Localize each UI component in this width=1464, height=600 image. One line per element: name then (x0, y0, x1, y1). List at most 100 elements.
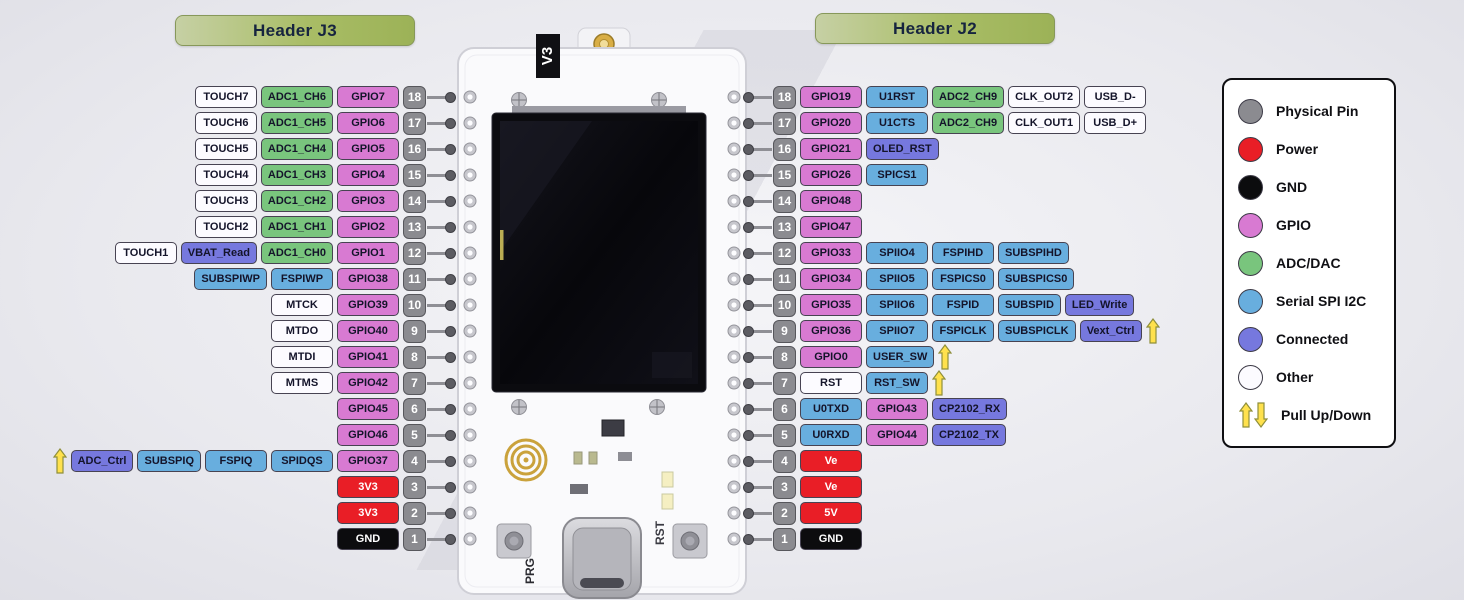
legend-label: ADC/DAC (1276, 255, 1341, 271)
pin-function-label: TOUCH5 (194, 138, 257, 160)
physical-pin-number: 15 (403, 163, 426, 187)
physical-pin-number: 17 (773, 111, 796, 135)
pin-connector (427, 84, 456, 110)
pin-connector (427, 110, 456, 136)
pin-connector (427, 526, 456, 552)
physical-pin-number: 18 (403, 85, 426, 109)
pin-function-label: FSPIQ (205, 450, 267, 472)
physical-pin-number: 11 (773, 267, 796, 291)
legend-item-gnd: GND (1238, 168, 1386, 206)
pin-function-label: GPIO34 (800, 268, 862, 290)
pin-function-label: ADC2_CH9 (932, 112, 1005, 134)
pull-updown-icon (52, 448, 67, 474)
pin-function-label: ADC1_CH0 (260, 242, 333, 264)
legend-item-connected: Connected (1238, 320, 1386, 358)
pin-connector (427, 422, 456, 448)
pin-function-label: SUBSPID (998, 294, 1061, 316)
physical-pin-number: 7 (773, 371, 796, 395)
pin-function-label: CP2102_TX (932, 424, 1006, 446)
pin-function-label: USER_SW (866, 346, 935, 368)
physical-pin-number: 7 (403, 371, 426, 395)
legend-label: Physical Pin (1276, 103, 1359, 119)
oled-display (491, 106, 707, 393)
pin-function-label: Vext_Ctrl (1079, 320, 1142, 342)
pin-function-label: 3V3 (337, 502, 399, 524)
pull-up-arrow-icon (938, 344, 953, 370)
pin-function-label: GPIO41 (337, 346, 399, 368)
pin-function-label: FSPICS0 (932, 268, 994, 290)
pin-function-label: TOUCH1 (114, 242, 177, 264)
pin-connector (427, 344, 456, 370)
pin-connector (427, 448, 456, 474)
legend-label: Other (1276, 369, 1314, 385)
physical-pin-number: 1 (403, 527, 426, 551)
legend-item-other: Other (1238, 358, 1386, 396)
usb-c-port (562, 517, 642, 599)
rst-button (672, 523, 708, 559)
pin-connector (743, 214, 772, 240)
pin-function-label: CP2102_RX (932, 398, 1008, 420)
pin-connector (427, 136, 456, 162)
physical-pin-number: 14 (403, 189, 426, 213)
legend-item-power: Power (1238, 130, 1386, 168)
pin-function-label: ADC1_CH5 (260, 112, 333, 134)
physical-pin-number: 10 (773, 293, 796, 317)
pin-connector (743, 474, 772, 500)
pin-connector (427, 370, 456, 396)
pin-function-label: SPIIO4 (866, 242, 928, 264)
physical-pin-number: 16 (773, 137, 796, 161)
pin-connector (427, 292, 456, 318)
pin-function-label: FSPIWP (271, 268, 333, 290)
pin-function-label: TOUCH6 (194, 112, 257, 134)
pull-updown-icon (1145, 318, 1160, 344)
pin-function-label: GPIO45 (337, 398, 399, 420)
dev-board-photo: V3 PRG (457, 27, 747, 599)
pin-function-label: LED_Write (1064, 294, 1135, 316)
pin-function-label: GPIO7 (337, 86, 399, 108)
pin-function-label: CLK_OUT1 (1008, 112, 1081, 134)
pin-connector (427, 318, 456, 344)
pull-updown-icon (938, 344, 953, 370)
physical-pin-number: 15 (773, 163, 796, 187)
pin-function-label: 3V3 (337, 476, 399, 498)
pin-connector (427, 500, 456, 526)
physical-pin-number: 5 (403, 423, 426, 447)
pin-connector (743, 162, 772, 188)
physical-pin-number: 1 (773, 527, 796, 551)
pin-function-label: SUBSPIQ (137, 450, 201, 472)
pull-up-arrow-icon (932, 370, 946, 396)
v3-label: V3 (539, 47, 556, 65)
header-j3-title: Header J3 (175, 15, 415, 46)
physical-pin-number: 2 (403, 501, 426, 525)
legend-label: Power (1276, 141, 1319, 157)
pull-updown-icon (932, 370, 946, 396)
pin-function-label: USB_D- (1084, 86, 1147, 108)
physical-pin-number: 6 (403, 397, 426, 421)
pin-connector (743, 84, 772, 110)
prg-label: PRG (523, 558, 537, 584)
pin-function-label: TOUCH3 (194, 190, 257, 212)
pin-connector (743, 318, 772, 344)
pin-function-label: FSPIHD (932, 242, 994, 264)
pin-function-label: GPIO44 (866, 424, 928, 446)
physical-pin-number: 14 (773, 189, 796, 213)
pin-function-label: ADC1_CH4 (260, 138, 333, 160)
physical-pin-number: 12 (403, 241, 426, 265)
pin-function-label: U0TXD (800, 398, 862, 420)
pull-up-arrow-icon (52, 448, 67, 474)
